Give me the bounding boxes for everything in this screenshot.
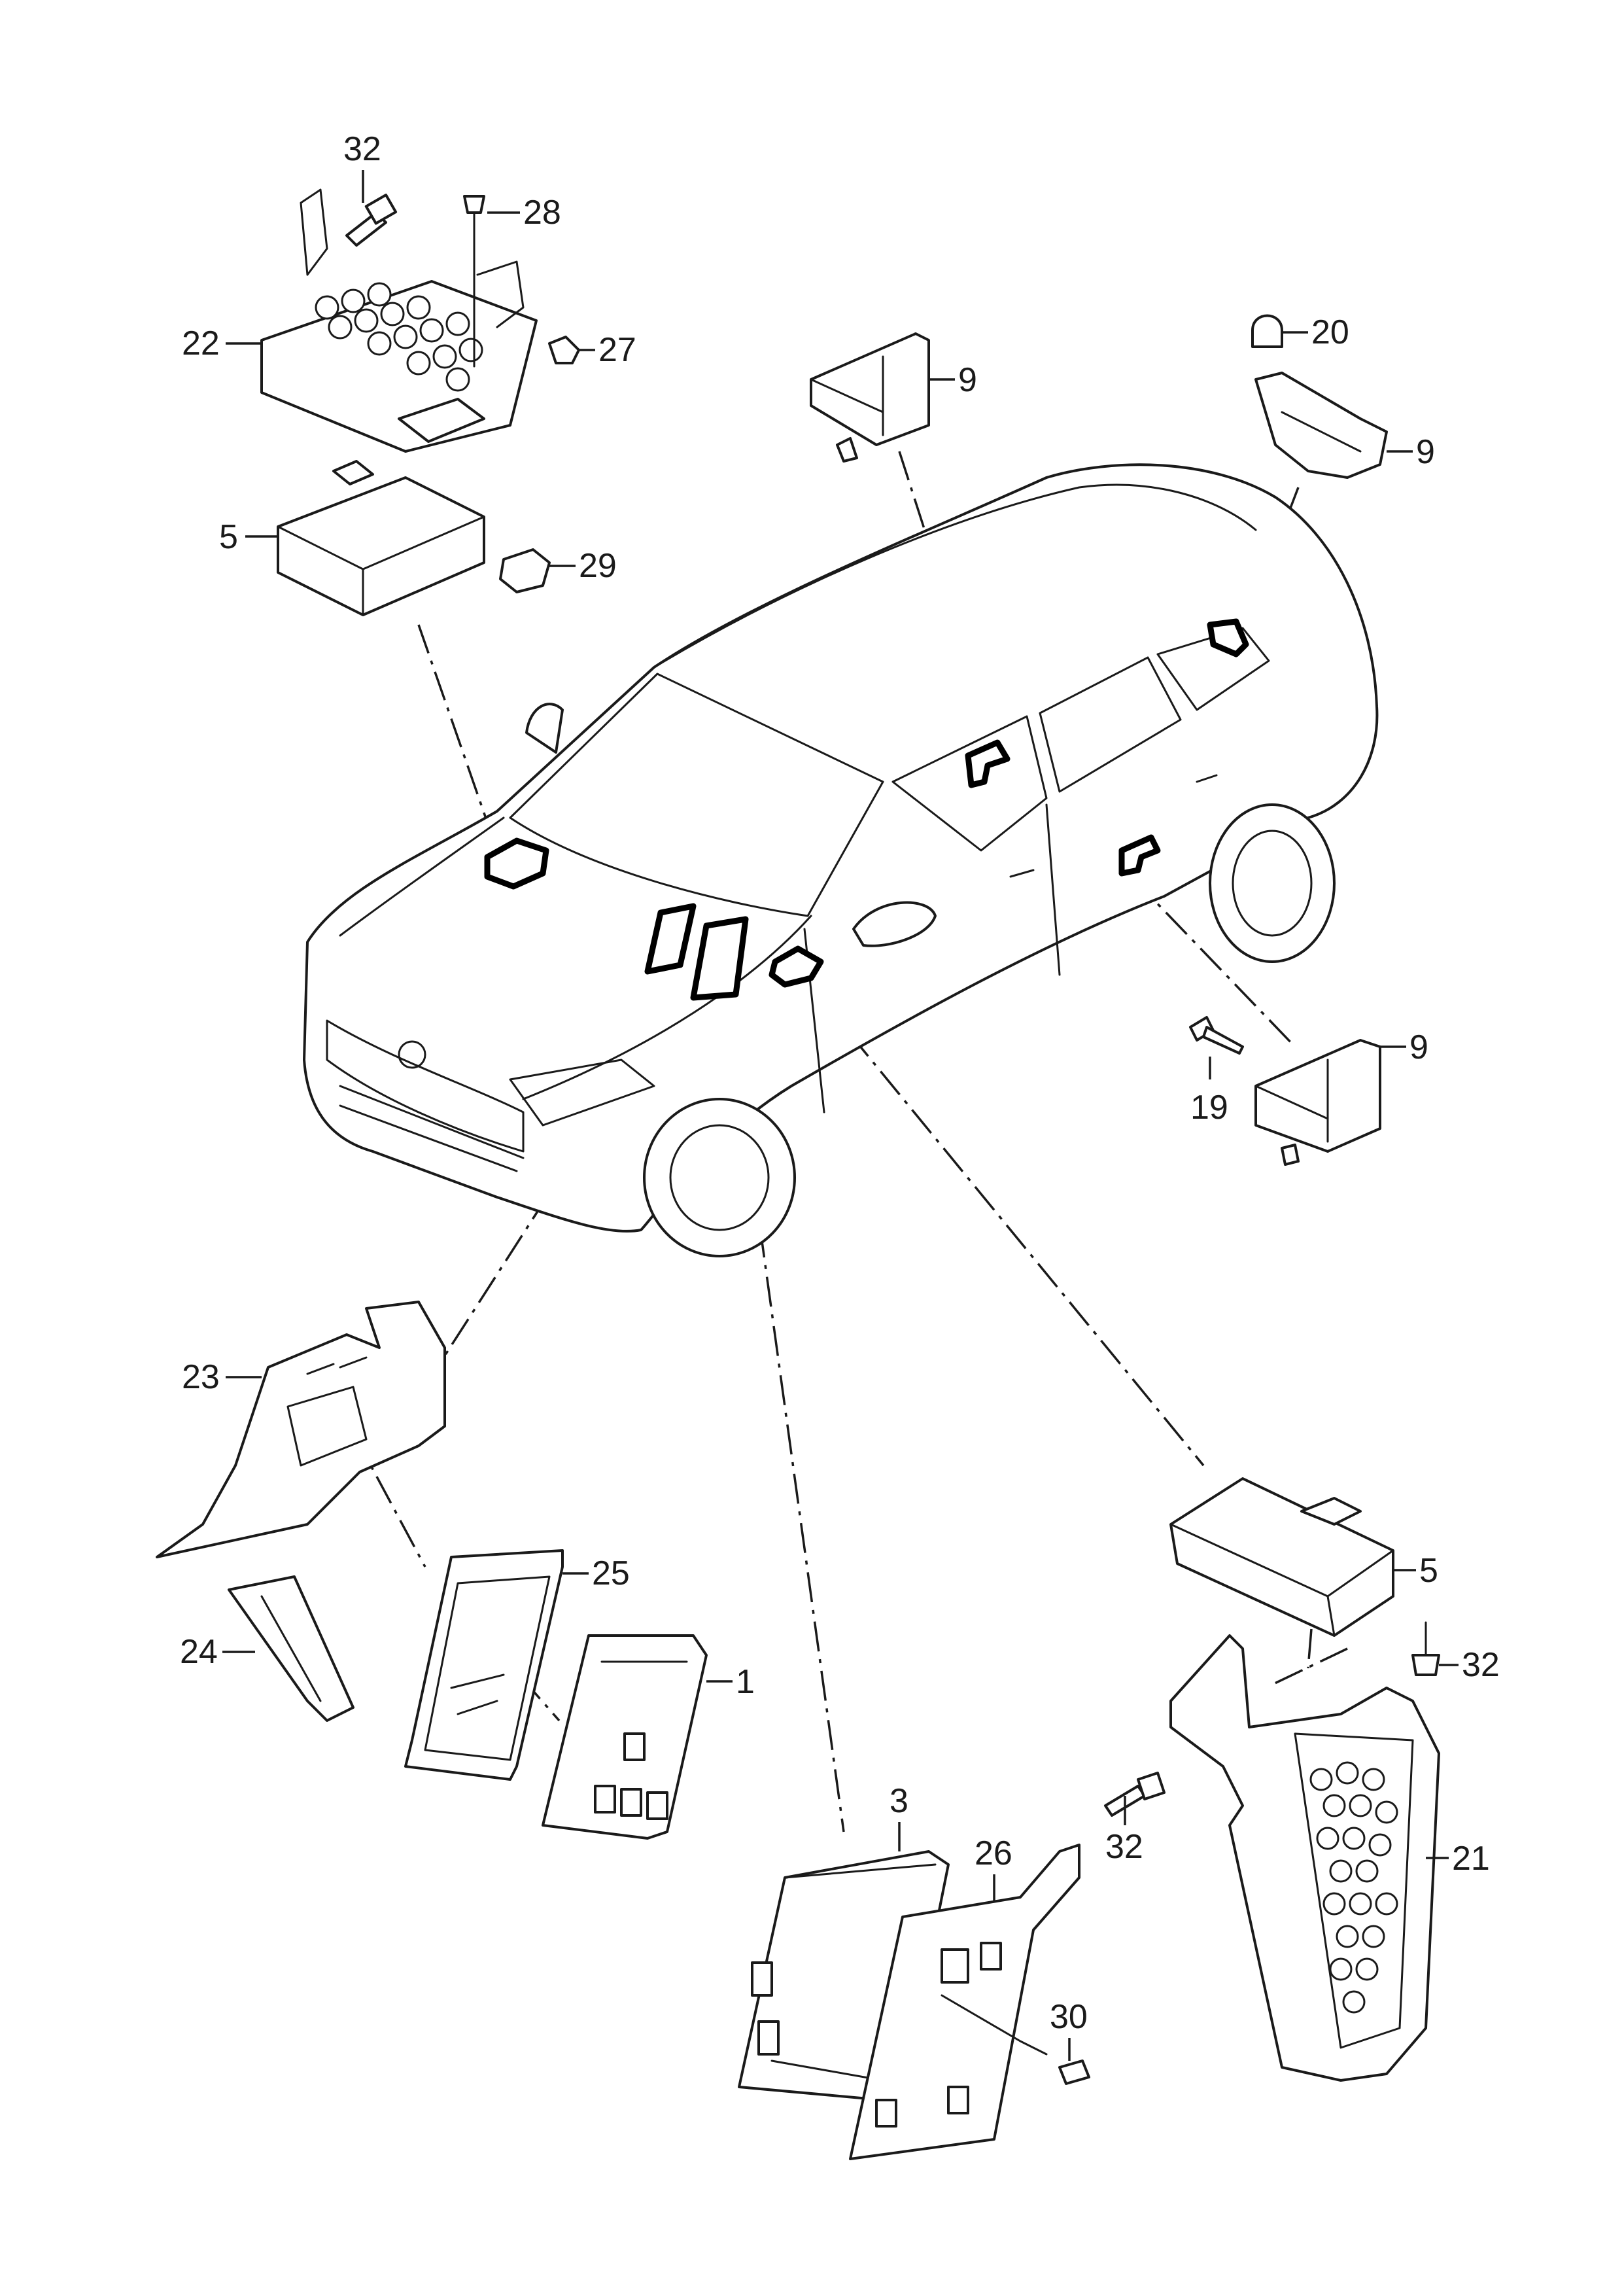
- callout-labels: 32 28 22 27 5 29 9 20 9 9 19 23 25 1 24 …: [180, 130, 1500, 2036]
- holder-25: [404, 1549, 564, 1781]
- callout-26: 26: [975, 1834, 1012, 1872]
- screw-28: [463, 195, 485, 368]
- callout-1: 1: [736, 1663, 755, 1701]
- callout-9-right: 9: [1409, 1028, 1428, 1066]
- callout-5-right: 5: [1419, 1552, 1438, 1590]
- sensor-9-top-center: [810, 332, 930, 463]
- screw-19: [1189, 1016, 1244, 1055]
- vehicle-outline: [303, 463, 1379, 1257]
- callout-23: 23: [182, 1358, 220, 1396]
- callout-32-center: 32: [1105, 1828, 1143, 1866]
- callout-20: 20: [1311, 313, 1349, 351]
- bracket-24: [228, 1575, 354, 1722]
- nut-20: [1251, 314, 1283, 348]
- callout-22: 22: [182, 324, 220, 362]
- nut-27: [548, 336, 580, 364]
- bracket-23: [156, 1301, 446, 1558]
- bolt-32-center: [1104, 1772, 1166, 1817]
- callout-28: 28: [523, 194, 561, 232]
- control-unit-5-right: [1169, 1477, 1394, 1637]
- callout-19: 19: [1190, 1089, 1228, 1127]
- bolt-32-right: [1411, 1621, 1440, 1676]
- callout-24: 24: [180, 1633, 218, 1671]
- callout-ticks: [222, 170, 1459, 2061]
- bracket-21: [1169, 1634, 1440, 2082]
- callout-29: 29: [579, 547, 617, 585]
- honeycomb-pattern-21: [1309, 1761, 1398, 2014]
- honeycomb-pattern-22: [315, 282, 483, 392]
- callout-9-top-center: 9: [958, 361, 977, 399]
- callout-32-right: 32: [1462, 1646, 1500, 1684]
- callout-30: 30: [1050, 1998, 1088, 2036]
- callout-25: 25: [592, 1554, 630, 1592]
- sensor-9-top-right: [1254, 372, 1388, 479]
- callout-3: 3: [890, 1782, 908, 1820]
- bracket-26: [849, 1844, 1080, 2160]
- sensor-9-right: [1254, 1039, 1381, 1166]
- callout-9-top-right: 9: [1416, 433, 1435, 471]
- callout-21: 21: [1452, 1840, 1490, 1878]
- control-unit-1: [542, 1634, 708, 1840]
- callout-27: 27: [598, 331, 636, 369]
- bolt-32-top: [345, 194, 398, 247]
- clip-29: [499, 548, 551, 593]
- module-locations: [484, 618, 1249, 1001]
- callout-32-top: 32: [343, 130, 381, 168]
- callout-5-top: 5: [219, 518, 238, 556]
- clip-30: [1058, 2059, 1090, 2085]
- control-unit-5-top: [277, 460, 485, 616]
